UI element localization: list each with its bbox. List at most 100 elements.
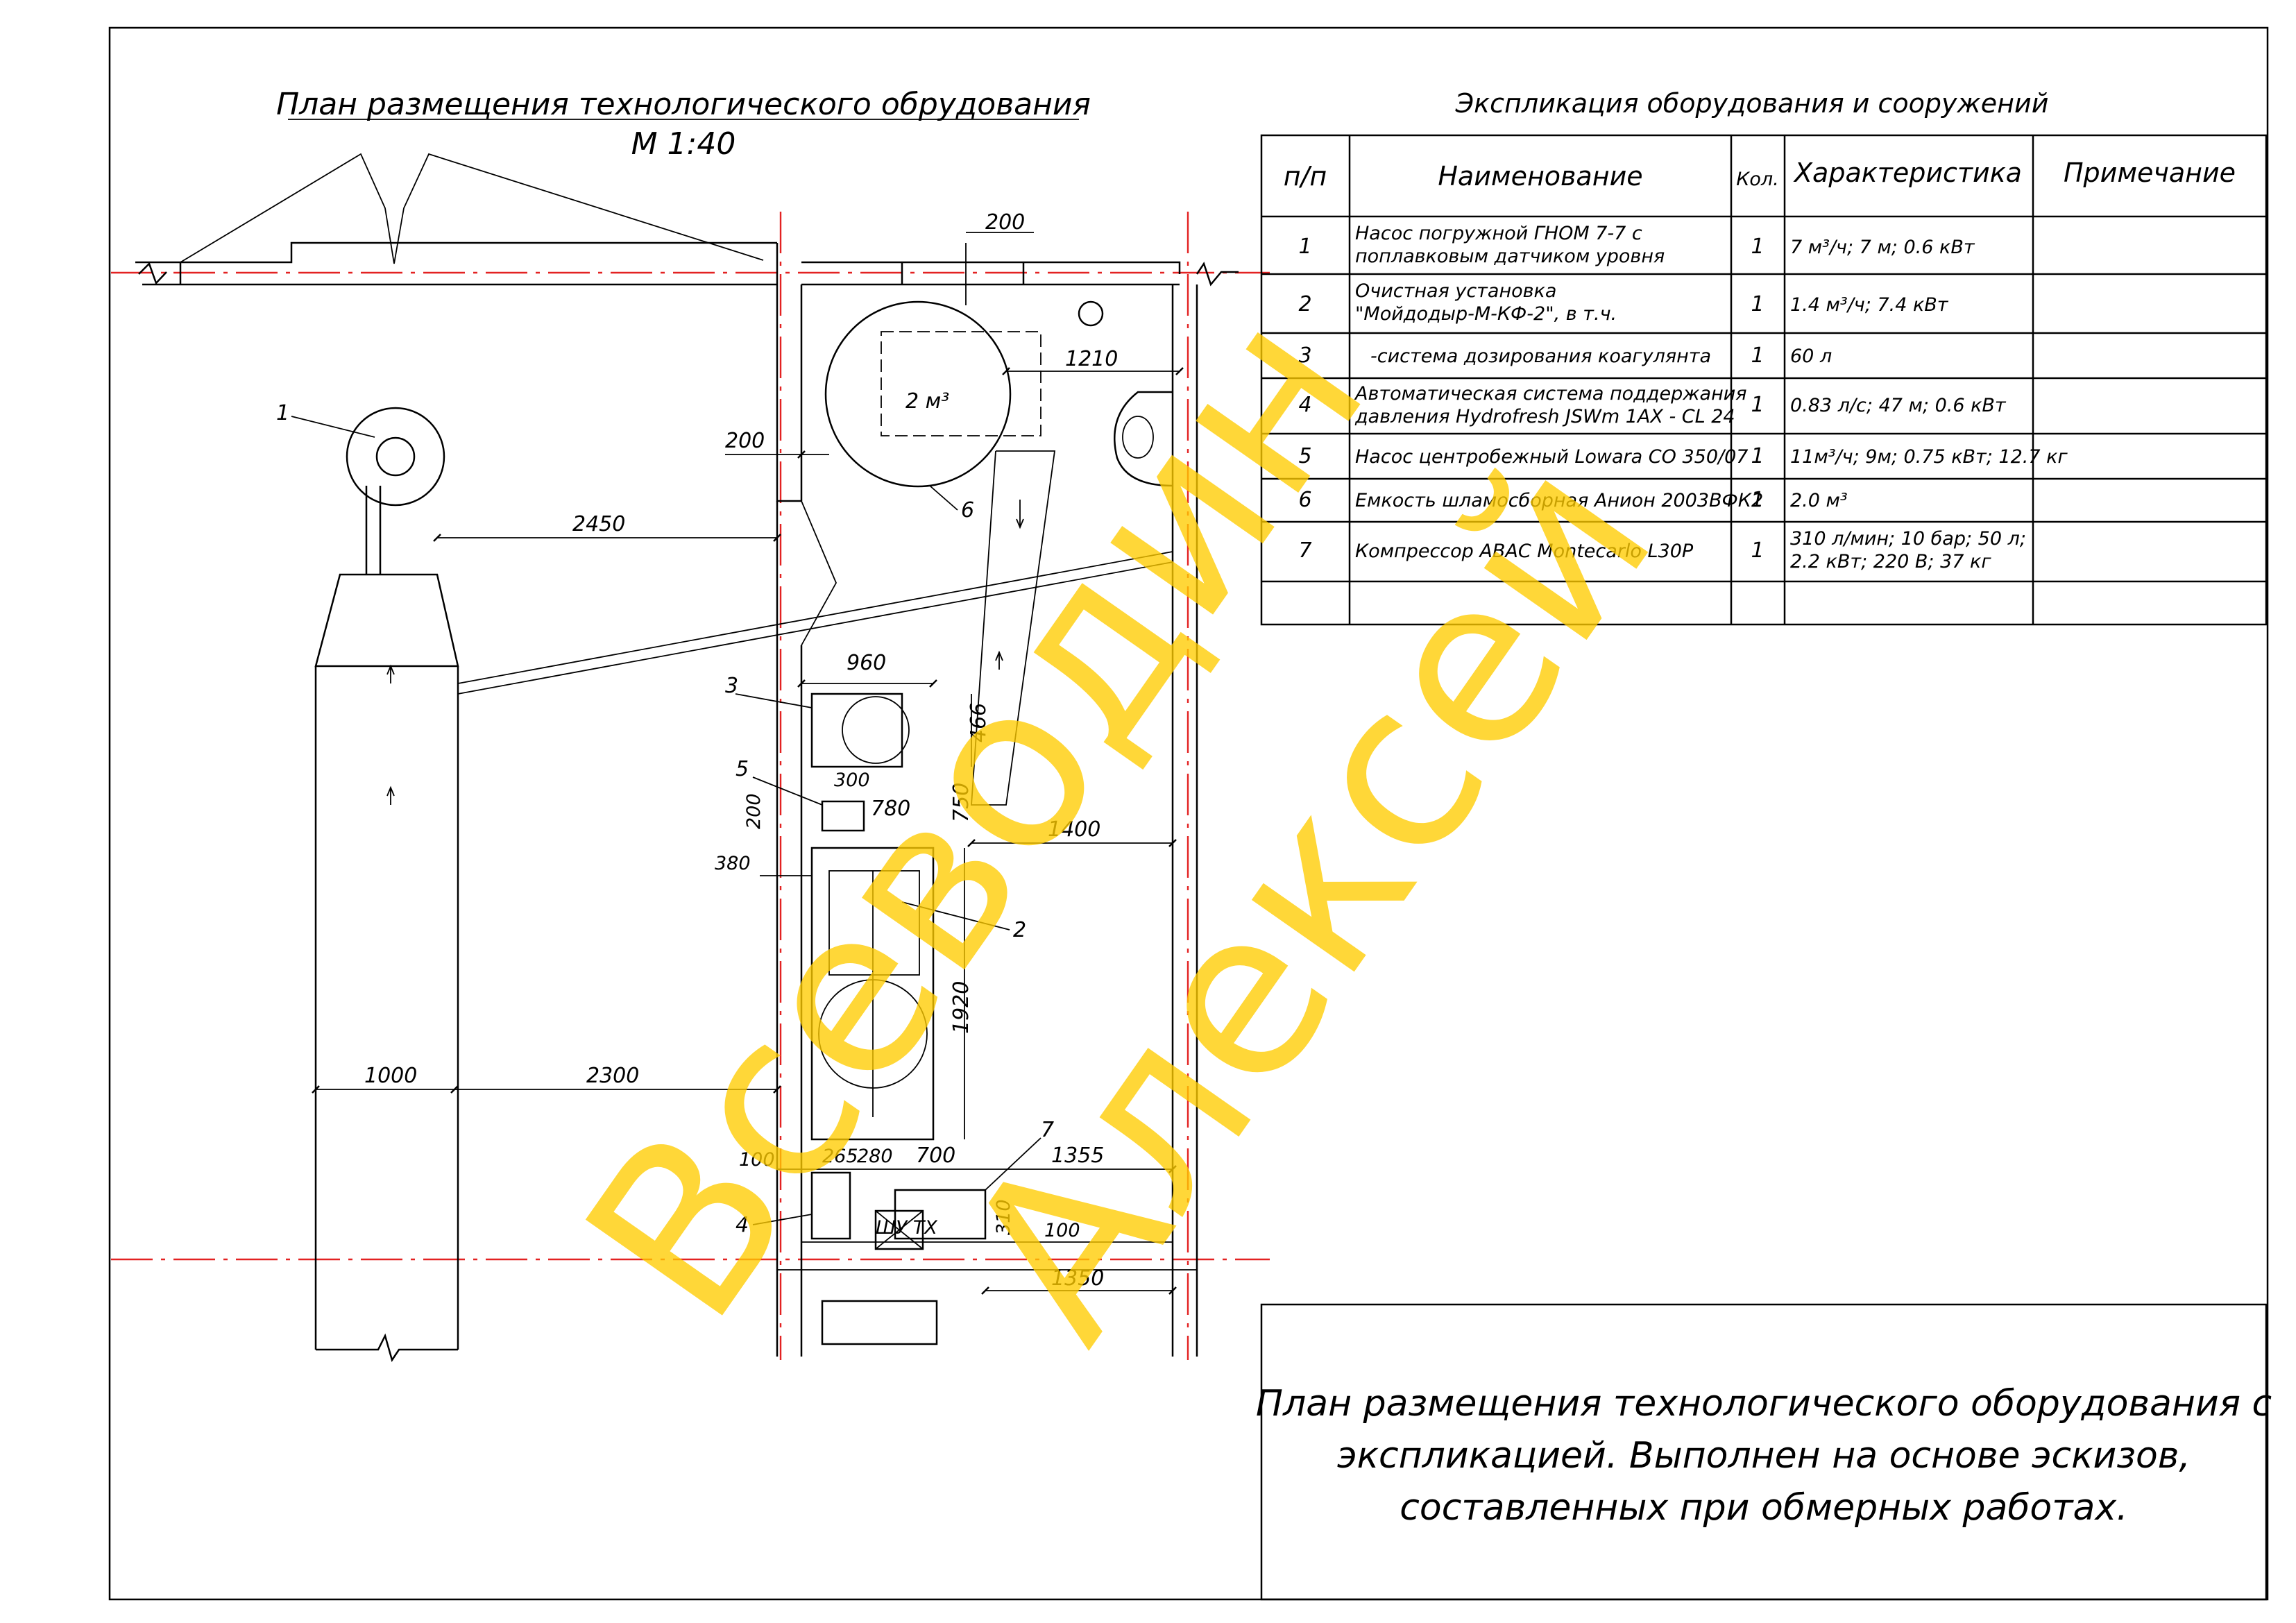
callout-1: 1 — [276, 401, 289, 425]
centrifugal-pump — [821, 800, 865, 832]
dim-1210: 1210 — [1065, 347, 1118, 371]
note-line-3: составленных при обмерных работах. — [1400, 1487, 2127, 1529]
row-7-name: Компрессор ABAC Montecarlo L30P — [1355, 541, 1694, 562]
dim-310: 310 — [993, 1199, 1014, 1235]
row-2-qty: 1 — [1751, 292, 1764, 316]
row-7-spec-2: 2.2 кВт; 220 В; 37 кг — [1790, 551, 1991, 572]
row-6-spec: 2.0 м³ — [1790, 490, 1848, 511]
leader-5 — [752, 776, 823, 806]
note-line-1: План размещения технологического оборудо… — [1256, 1383, 2272, 1425]
note-line-2: экспликацией. Выполнен на основе эскизов… — [1337, 1435, 2191, 1477]
leader-7 — [985, 1137, 1041, 1191]
floor-hatch-box — [821, 1300, 938, 1345]
leader-4 — [752, 1214, 813, 1225]
row-3-spec: 60 л — [1790, 346, 1832, 367]
leader-2 — [901, 901, 1010, 931]
control-cabinet — [874, 1209, 924, 1250]
row-2-num: 2 — [1298, 292, 1311, 316]
plan-title: План размещения технологического обрудов… — [276, 87, 1091, 122]
dim-280: 280 — [857, 1146, 893, 1167]
dim-2450: 2450 — [572, 512, 625, 536]
dim-265: 265 — [822, 1146, 858, 1167]
row-7-num: 7 — [1298, 538, 1311, 563]
duct-arrow-up — [995, 650, 1003, 670]
callout-2: 2 — [1013, 918, 1026, 942]
room-wall-right — [1171, 284, 1198, 1357]
tank-volume-label: 2 м³ — [905, 389, 949, 414]
callout-5: 5 — [735, 757, 749, 781]
treatment-unit — [810, 847, 935, 1141]
callout-4: 4 — [735, 1213, 749, 1237]
dim-700: 700 — [916, 1144, 955, 1168]
left-tower — [314, 573, 459, 1362]
dim-2300: 2300 — [586, 1064, 639, 1088]
header-qty: Кол. — [1736, 169, 1779, 190]
sheet-frame — [108, 26, 2269, 1601]
row-7-spec-1: 310 л/мин; 10 бар; 50 л; — [1790, 528, 2026, 550]
row-2-spec: 1.4 м³/ч; 7.4 кВт — [1790, 294, 1949, 316]
row-5-qty: 1 — [1751, 444, 1764, 468]
dim-200-small: 200 — [743, 793, 765, 829]
dim-466: 466 — [967, 703, 991, 742]
washbasin-bowl — [1122, 416, 1154, 459]
row-1-name-1: Насос погружной ГНОМ 7-7 с — [1355, 223, 1642, 244]
washbasin — [1114, 391, 1173, 487]
room-inner-walls — [777, 500, 1197, 1357]
cabinet-label: ШУ ТХ — [876, 1217, 937, 1239]
top-wall — [135, 241, 803, 502]
dim-100-right: 100 — [1044, 1220, 1080, 1241]
dim-200-top: 200 — [985, 210, 1025, 235]
row-3-name: -система дозирования коагулянта — [1370, 346, 1711, 367]
pump-inner-circle — [375, 436, 416, 477]
row-5-spec: 11м³/ч; 9м; 0.75 кВт; 12.7 кг — [1790, 446, 2068, 468]
compressor — [894, 1189, 987, 1240]
row-1-qty: 1 — [1751, 235, 1764, 259]
explication-table: Экспликация оборудования и сооружений п/… — [1260, 88, 2268, 626]
dim-1000: 1000 — [364, 1064, 417, 1088]
dim-100-left: 100 — [739, 1149, 775, 1171]
header-note: Примечание — [2064, 158, 2236, 188]
flow-arrow-up-1 — [386, 664, 395, 683]
header-spec: Характеристика — [1793, 158, 2022, 188]
row-3-num: 3 — [1298, 343, 1311, 368]
table-title: Экспликация оборудования и сооружений — [1455, 88, 2049, 119]
dosing-tank-circle — [842, 696, 910, 764]
floor-drain — [1078, 300, 1104, 327]
top-wall-right — [801, 261, 1239, 287]
dosing-system — [810, 692, 903, 768]
leader-6 — [929, 485, 958, 511]
roof-lines — [180, 153, 764, 264]
dimension-lines: 200 1210 200 2450 960 466 300 780 200 75… — [312, 210, 1184, 1295]
row-4-spec: 0.83 л/с; 47 м; 0.6 кВт — [1790, 395, 2007, 416]
dim-300: 300 — [834, 770, 870, 791]
pump-outer-circle — [346, 407, 445, 507]
duct-arrow-down — [1016, 500, 1024, 529]
note-box: План размещения технологического оборудо… — [1256, 1303, 2272, 1601]
dim-1350: 1350 — [1051, 1266, 1104, 1291]
cabinet-cross — [875, 1210, 924, 1250]
flow-arrow-up-2 — [386, 785, 395, 805]
room-wall-left — [776, 501, 803, 1357]
plan-scale: М 1:40 — [631, 126, 736, 162]
dim-1920: 1920 — [949, 981, 973, 1034]
row-7-qty: 1 — [1751, 538, 1764, 563]
dim-1355: 1355 — [1051, 1144, 1104, 1168]
dim-750: 750 — [949, 783, 973, 822]
row-1-spec: 7 м³/ч; 7 м; 0.6 кВт — [1790, 237, 1975, 258]
tower-pipe — [365, 486, 382, 575]
table-grid — [1260, 134, 2268, 626]
equipment-plan: План размещения технологического обрудов… — [111, 87, 1270, 1362]
row-6-num: 6 — [1298, 488, 1311, 512]
row-1-num: 1 — [1298, 235, 1311, 259]
callout-7: 7 — [1041, 1118, 1054, 1142]
header-name: Наименование — [1438, 161, 1642, 192]
dim-780: 780 — [871, 797, 910, 821]
pipe-duct — [971, 450, 1056, 806]
callout-6: 6 — [961, 498, 974, 522]
leader-1 — [291, 416, 375, 438]
row-5-num: 5 — [1298, 444, 1311, 468]
row-4-qty: 1 — [1751, 393, 1764, 417]
leader-3 — [735, 693, 813, 708]
row-6-qty: 1 — [1751, 488, 1764, 512]
row-4-name-1: Автоматическая система поддержания — [1354, 383, 1747, 405]
